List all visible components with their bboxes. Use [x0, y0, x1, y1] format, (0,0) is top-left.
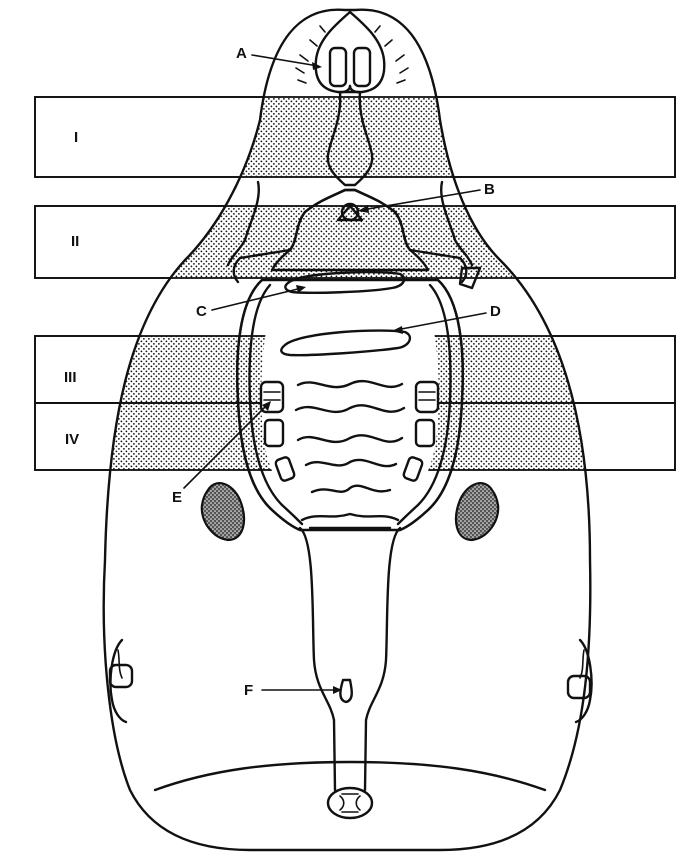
callout-label-E: E [172, 489, 182, 506]
oral-cavity [237, 280, 463, 530]
section-label-II: II [71, 233, 79, 250]
callout-label-D: D [490, 303, 501, 320]
section-label-I: I [74, 129, 78, 146]
section-label-III: III [64, 369, 77, 386]
callout-label-C: C [196, 303, 207, 320]
callout-label-A: A [236, 45, 247, 62]
callout-label-F: F [244, 682, 253, 699]
callout-label-B: B [484, 181, 495, 198]
section-label-IV: IV [65, 431, 79, 448]
